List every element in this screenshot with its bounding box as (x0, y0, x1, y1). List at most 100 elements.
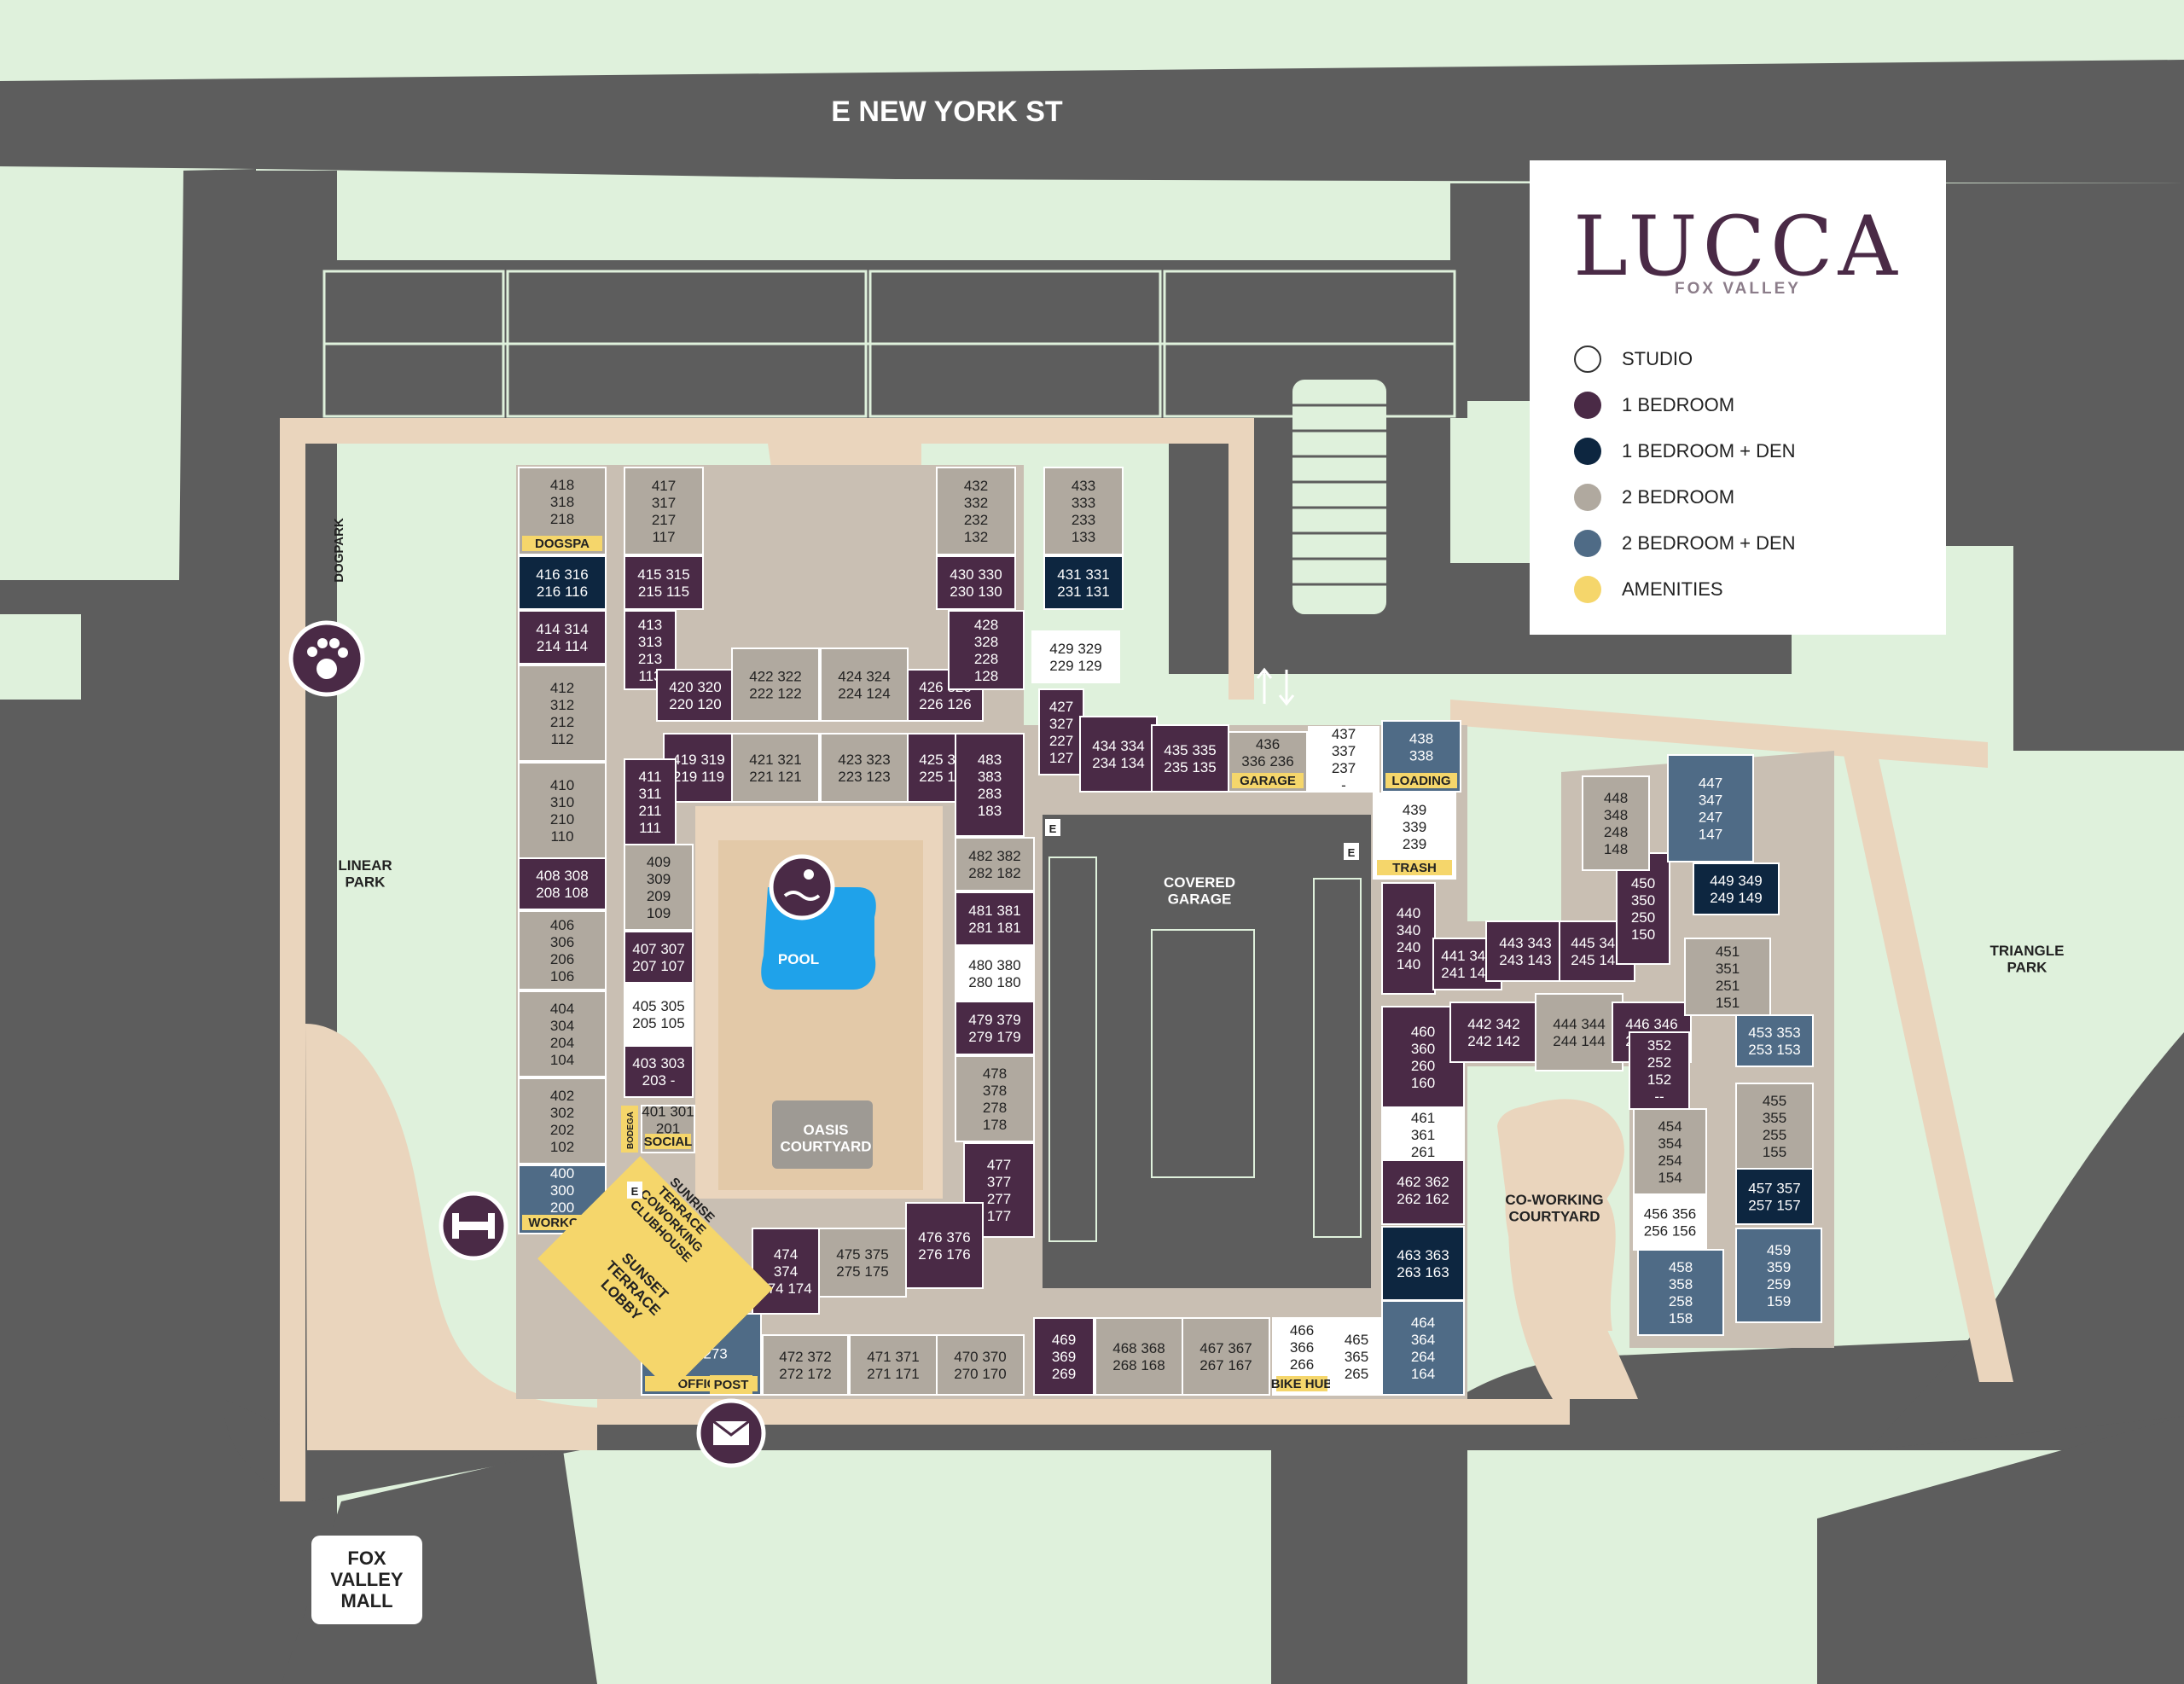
mail-icon[interactable] (696, 1398, 766, 1468)
dog-park-icon[interactable] (288, 620, 365, 697)
unit-block (948, 610, 1025, 690)
legend-swatch (1574, 484, 1601, 511)
unit-block (955, 733, 1025, 837)
parking-lots (322, 270, 1456, 418)
unit-block (762, 1334, 849, 1396)
fitness-icon[interactable] (439, 1191, 508, 1261)
unit-block (1735, 1083, 1814, 1170)
pool-icon[interactable] (769, 854, 835, 920)
unit-block (1667, 754, 1754, 862)
unit-block (752, 1228, 820, 1315)
unit-block (518, 990, 607, 1077)
unit-block (1629, 1031, 1690, 1110)
unit-block (1182, 1317, 1270, 1396)
